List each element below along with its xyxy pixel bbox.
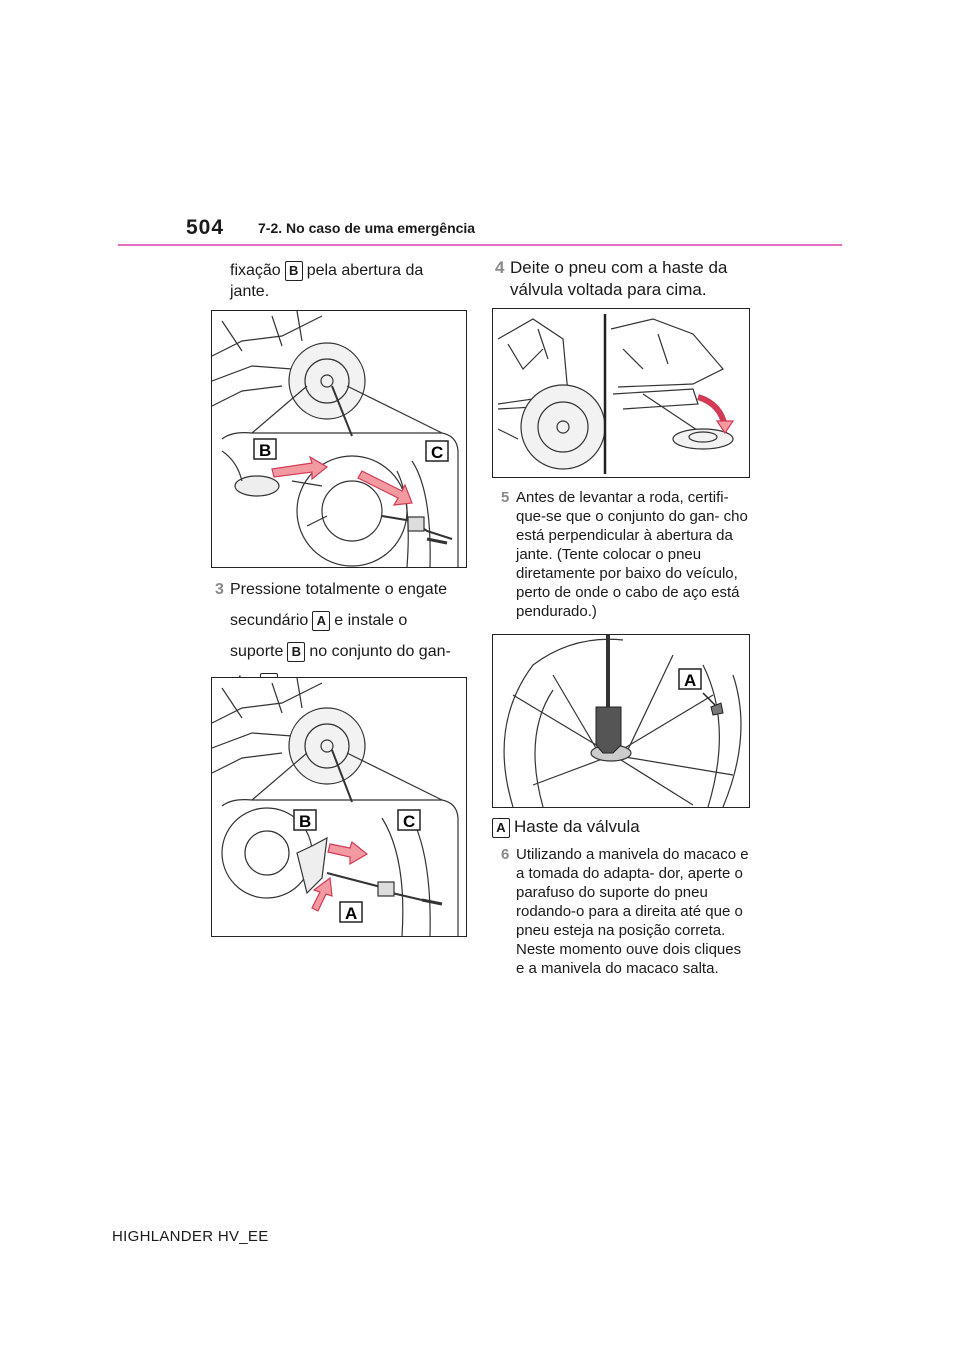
step-3-text-a: Pressione totalmente o engate secundário [230, 581, 448, 629]
holder-installation-illustration: B C A [212, 678, 459, 936]
figure-label-b: B [259, 441, 271, 460]
figure-valve-stem: A [492, 634, 750, 808]
label-badge-b: B [284, 260, 303, 281]
figure-hook-installation: B C [211, 310, 467, 568]
step-4: 4 Deite o pneu com a haste da válvula vo… [495, 257, 750, 301]
continuation-text-end: pela abertura da jante. [230, 262, 424, 300]
step-3-text-b: e instale o suporte [230, 612, 408, 660]
step-5-text: Antes de levantar a roda, certifi- que-s… [516, 489, 748, 620]
continuation-text-start: fixação [230, 262, 281, 279]
lay-tire-illustration [497, 314, 735, 474]
hook-installation-illustration: B C [212, 311, 459, 567]
figure-lay-tire-down [492, 308, 750, 478]
section-title: 7-2. No caso de uma emergência [258, 220, 476, 236]
figure-holder-installation: B C A [211, 677, 467, 937]
figure-label-a: A [684, 671, 696, 690]
step-number: 4 [495, 258, 505, 277]
step-number: 5 [501, 489, 510, 506]
valve-stem-illustration: A [503, 635, 742, 807]
label-badge-a: A [492, 817, 510, 838]
step-6-text: Utilizando a manivela do macaco e a toma… [516, 846, 749, 977]
step-number: 3 [215, 581, 224, 598]
label-badge-a: A [312, 610, 331, 631]
step-number: 6 [501, 846, 510, 863]
step-4-text: Deite o pneu com a haste da válvula volt… [510, 258, 728, 299]
step-5: 5 Antes de levantar a roda, certifi- que… [501, 488, 750, 621]
figure-label-a: A [345, 904, 357, 923]
legend-text: Haste da válvula [514, 817, 640, 836]
header-divider [118, 244, 842, 246]
label-badge-b: B [287, 641, 306, 662]
footer-model: HIGHLANDER HV_EE [112, 1228, 269, 1245]
figure-label-c: C [403, 812, 415, 831]
figure-label-c: C [431, 443, 443, 462]
step-6: 6 Utilizando a manivela do macaco e a to… [501, 845, 750, 978]
page-number: 504 [186, 216, 225, 239]
figure-label-b: B [299, 812, 311, 831]
